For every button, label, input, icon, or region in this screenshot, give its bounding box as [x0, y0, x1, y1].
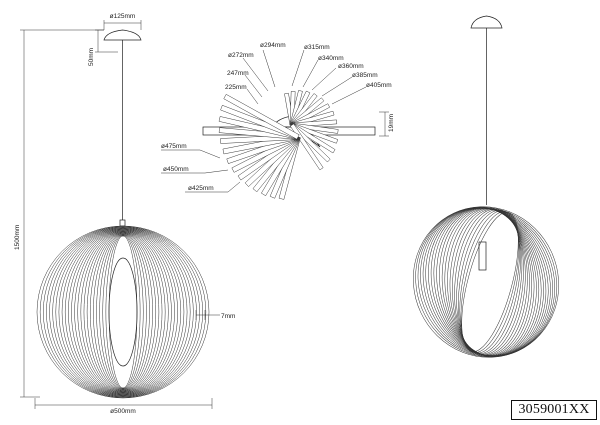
ring-label-294: ø294mm [260, 42, 286, 49]
ring-label-247: 247mm [227, 70, 249, 77]
ring-label-340: ø340mm [318, 55, 344, 62]
side-ring [425, 207, 549, 357]
ring-label-225: 225mm [225, 84, 247, 91]
front-ring [36, 225, 210, 399]
model-number: 3059001XX [511, 400, 597, 420]
side-ring [461, 211, 519, 353]
ring-label-450: ø450mm [163, 166, 189, 173]
front-inner-ring [108, 257, 138, 367]
shade-diameter-label: ø500mm [110, 408, 136, 415]
lower-labels: ø475mm ø450mm ø425mm [161, 143, 241, 193]
front-ring [105, 235, 141, 389]
side-canopy [470, 15, 503, 29]
side-ring [449, 208, 528, 356]
front-ring [64, 229, 182, 395]
canopy-diameter-label: ø125mm [110, 13, 136, 20]
side-socket [478, 241, 487, 271]
front-ring [77, 231, 169, 393]
front-ring [46, 227, 200, 397]
side-ring [458, 209, 521, 355]
side-ring [456, 209, 523, 355]
front-ring [80, 231, 166, 393]
fan-blade-lower [223, 94, 300, 140]
ring-label-315: ø315mm [304, 44, 330, 51]
upper-labels: ø294mm ø315mm ø272mm ø340mm 247mm ø360mm… [225, 42, 392, 105]
ring-label-425: ø425mm [188, 185, 214, 192]
ring-width-label: 7mm [221, 313, 235, 320]
front-ring [61, 229, 185, 395]
ring-label-475: ø475mm [161, 143, 187, 150]
front-ring [74, 230, 172, 394]
front-ring [71, 230, 175, 394]
side-ring [452, 208, 526, 356]
hub-height-label: 19mm [388, 114, 395, 132]
front-ring [68, 230, 178, 394]
exploded-view: ø294mm ø315mm ø272mm ø340mm 247mm ø360mm… [161, 42, 395, 200]
canopy-height-label: 50mm [88, 48, 95, 66]
side-ring [459, 210, 520, 354]
total-height-label: 1500mm [14, 225, 21, 250]
front-socket [119, 219, 126, 227]
front-ring [58, 228, 188, 396]
front-ring [52, 227, 194, 397]
front-ring [93, 233, 153, 391]
front-canopy [103, 29, 142, 41]
front-shade [36, 225, 210, 399]
front-ring [39, 226, 207, 398]
ring-label-360: ø360mm [338, 63, 364, 70]
ring-label-405: ø405mm [366, 82, 392, 89]
front-ring [108, 235, 138, 389]
front-ring [43, 226, 203, 398]
front-ring [102, 234, 144, 390]
front-ring [96, 234, 150, 390]
front-ring [86, 232, 160, 392]
front-ring [89, 233, 157, 391]
front-ring [83, 232, 163, 392]
ring-label-272: ø272mm [228, 52, 254, 59]
side-ring [460, 211, 519, 353]
side-ring [422, 207, 551, 357]
side-ring [447, 208, 530, 356]
front-ring [49, 227, 197, 397]
front-view: ø125mm 50mm 1500mm ø500mm 7mm [14, 13, 235, 415]
front-ring [99, 234, 147, 390]
side-ring [454, 209, 524, 355]
fan-lower [218, 94, 301, 200]
side-shade [413, 206, 559, 358]
ring-label-385: ø385mm [352, 72, 378, 79]
front-ring [55, 228, 191, 396]
side-view [413, 15, 559, 358]
